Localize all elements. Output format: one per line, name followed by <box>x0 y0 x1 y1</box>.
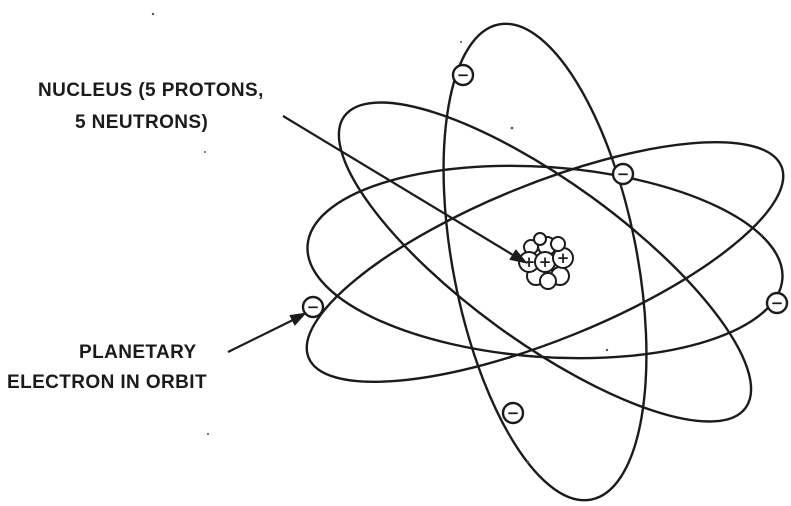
electron-charge-symbol: − <box>457 66 470 84</box>
electron-minus-circle-icon: − <box>503 403 523 423</box>
electron-pointer-arrowhead <box>291 314 304 324</box>
electron-charge-symbol: − <box>307 298 320 316</box>
proton-plus-circle-icon <box>534 233 546 245</box>
electron-minus-circle-icon: − <box>613 164 633 184</box>
electron-minus-circle-icon: − <box>767 293 787 313</box>
proton-charge-symbol: + <box>557 249 570 267</box>
electron-minus-circle-icon: − <box>303 297 323 317</box>
electron-charge-symbol: − <box>771 294 784 312</box>
nucleus-pointer-line <box>283 116 518 258</box>
electron-label-line-2: ELECTRON IN ORBIT <box>7 372 207 394</box>
electron-charge-symbol: − <box>507 404 520 422</box>
electron-minus-circle-icon: − <box>453 65 473 85</box>
nucleus-label-line-2: 5 NEUTRONS) <box>75 112 208 134</box>
leader-lines <box>228 116 525 352</box>
electron-label-line-1: PLANETARY <box>79 342 197 364</box>
nucleus-label-line-1: NUCLEUS (5 PROTONS, <box>38 80 264 102</box>
neutron-particle <box>540 273 556 289</box>
proton-charge-symbol: + <box>539 253 552 271</box>
electron-pointer-line <box>228 318 297 352</box>
electron-charge-symbol: − <box>617 165 630 183</box>
